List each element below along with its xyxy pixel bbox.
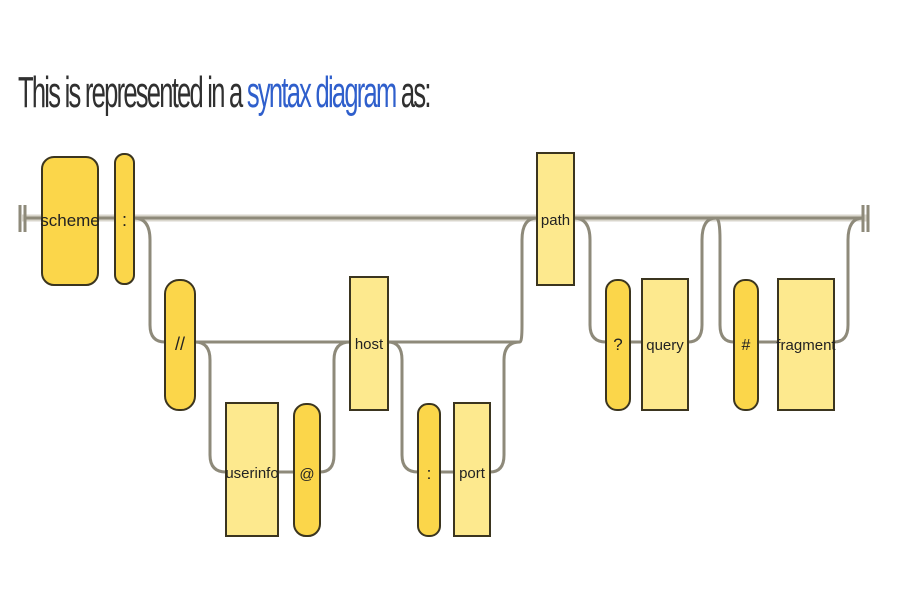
caption-text: This is represented in a syntax diagram … — [18, 62, 432, 124]
label-port: port — [459, 465, 486, 482]
label-slashes: // — [175, 334, 185, 354]
node-fragment: fragment — [776, 278, 836, 411]
node-slashes: // — [164, 279, 196, 411]
rail-authority-up — [519, 216, 538, 344]
label-fragment: fragment — [776, 337, 836, 354]
rail-port-up — [489, 340, 521, 474]
label-path: path — [541, 212, 570, 229]
rail-query-down — [573, 216, 607, 344]
label-colon: : — [122, 210, 127, 230]
syntax-diagram-link[interactable]: syntax diagram — [246, 68, 397, 117]
node-query: query — [641, 278, 689, 411]
label-port-colon: : — [427, 464, 432, 483]
label-qmark: ? — [613, 335, 622, 354]
node-host: host — [349, 276, 389, 411]
rail-port-down — [387, 340, 419, 474]
node-at: @ — [293, 403, 321, 537]
node-scheme: scheme — [40, 156, 100, 286]
label-at: @ — [299, 466, 314, 483]
node-port-colon: : — [417, 403, 441, 537]
caption-prefix: This is represented in a — [18, 68, 247, 117]
rail-authority-down — [133, 216, 166, 344]
node-hash: # — [733, 279, 759, 411]
node-port: port — [453, 402, 491, 537]
node-path: path — [536, 152, 575, 286]
label-hash: # — [742, 337, 751, 354]
label-query: query — [646, 337, 684, 354]
rail-query-up — [687, 216, 717, 344]
rail-fragment-down — [715, 216, 735, 344]
label-host: host — [355, 336, 384, 353]
node-qmark: ? — [605, 279, 631, 411]
node-userinfo: userinfo — [225, 402, 279, 537]
rail-fragment-up — [833, 216, 864, 344]
rail-userinfo-down — [194, 340, 227, 474]
diagram-rails — [18, 205, 870, 474]
caption-suffix: as: — [395, 68, 432, 117]
rail-userinfo-up — [319, 340, 351, 474]
label-scheme: scheme — [40, 211, 100, 230]
label-userinfo: userinfo — [225, 465, 278, 482]
node-colon: : — [114, 153, 135, 285]
